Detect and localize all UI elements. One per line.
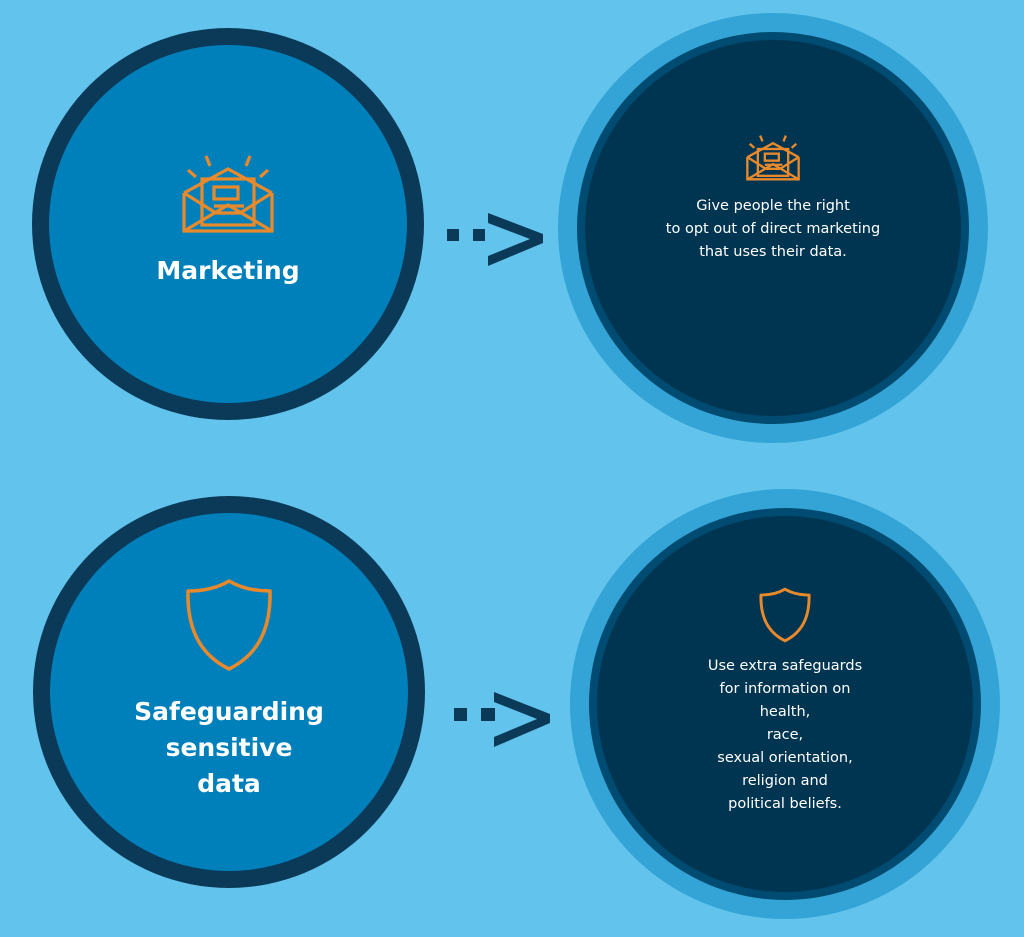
marketing-detail-core: Give people the right to opt out of dire… xyxy=(585,40,961,416)
shield-icon xyxy=(186,579,272,671)
sensitive-data-description: Use extra safeguards for information on … xyxy=(707,657,863,812)
marketing-topic-inner: Marketing xyxy=(49,45,407,403)
marketing-topic-circle: Marketing xyxy=(32,28,424,420)
envelope-letter-icon xyxy=(746,134,800,180)
sensitive-data-topic-circle: Safeguarding sensitive data xyxy=(33,496,425,888)
sensitive-data-title: Safeguarding sensitive data xyxy=(134,697,324,798)
marketing-detail-circle: Give people the right to opt out of dire… xyxy=(558,13,988,443)
sensitive-data-detail-core: Use extra safeguards for information on … xyxy=(597,516,973,892)
marketing-title: Marketing xyxy=(156,256,300,285)
dotted-arrow-right-icon xyxy=(447,213,543,266)
dotted-arrow-right-icon xyxy=(454,692,550,747)
sensitive-data-topic-inner: Safeguarding sensitive data xyxy=(50,513,408,871)
sensitive-data-detail-circle: Use extra safeguards for information on … xyxy=(570,489,1000,919)
shield-icon xyxy=(759,587,811,642)
marketing-description: Give people the right to opt out of dire… xyxy=(665,197,881,260)
envelope-letter-icon xyxy=(182,155,274,233)
